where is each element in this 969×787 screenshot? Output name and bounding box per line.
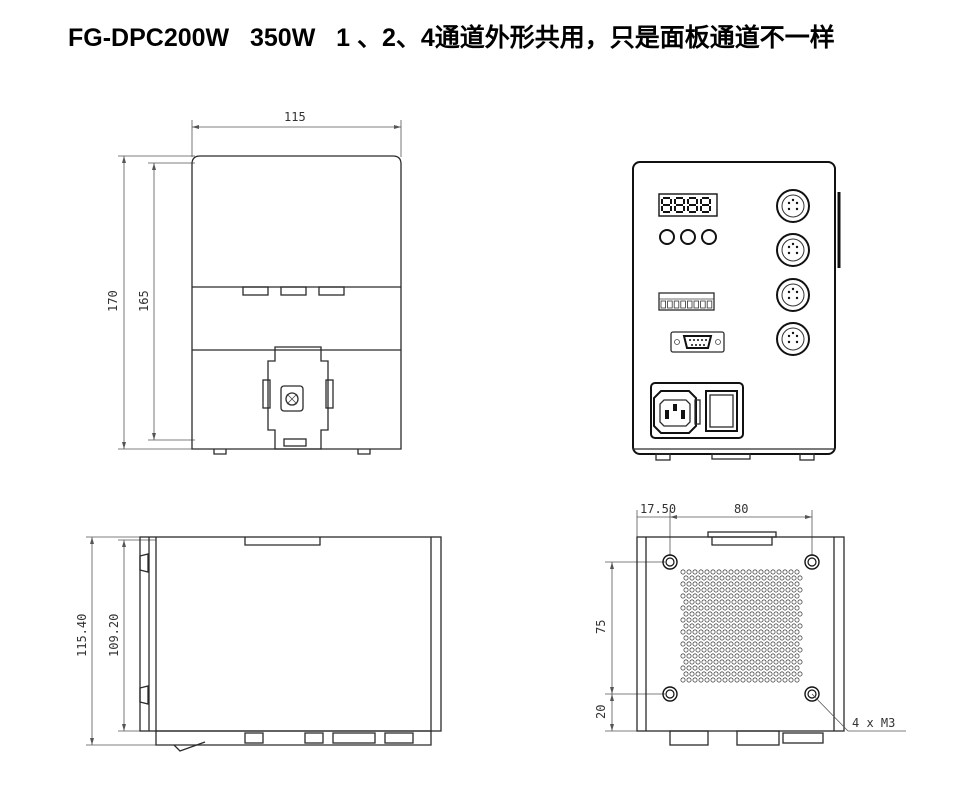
db9-connector [670, 331, 725, 353]
channel-connector-3 [776, 278, 810, 312]
mounting-hole-3 [662, 686, 678, 702]
power-rating: 350W [249, 24, 316, 52]
title-note: 1 、2、4通道外形共用，只是面板通道不一样 [336, 24, 835, 52]
panel-foot-right [799, 453, 815, 461]
led-digit [674, 197, 685, 213]
panel-foot-left [655, 453, 671, 461]
side-height-body-dim: 109.20 [107, 614, 121, 657]
bottom-offset-x-dim: 17.50 [640, 502, 676, 516]
power-inlet-module [650, 382, 744, 439]
led-digit [687, 197, 698, 213]
drawing-title: FG-DPC200W 350W 1 、2、4通道外形共用，只是面板通道不一样 [68, 18, 948, 54]
panel-view [632, 161, 841, 461]
led-digits [661, 197, 711, 213]
led-digit [700, 197, 711, 213]
panel-button-2 [680, 229, 696, 245]
side-height-total-dim: 115.40 [75, 614, 89, 657]
din-rail-clip [262, 346, 334, 450]
bottom-spacing-x-dim: 80 [734, 502, 748, 516]
channel-connector-4 [776, 322, 810, 356]
terminal-block [658, 292, 715, 311]
led-display [658, 193, 718, 217]
front-enclosure-outline [191, 155, 402, 450]
bottom-spacing-y-dim: 75 [594, 620, 608, 634]
mounting-hole-4 [804, 686, 820, 702]
ventilation-grid [680, 569, 803, 683]
front-width-dim: 115 [284, 110, 306, 124]
mounting-hole-1 [662, 554, 678, 570]
model-name: FG-DPC200W [68, 24, 230, 52]
front-height-body-dim: 165 [137, 290, 151, 312]
front-slot-1 [242, 286, 269, 296]
channel-connectors [776, 189, 810, 356]
bottom-offset-y-dim: 20 [594, 705, 608, 719]
panel-button-3 [701, 229, 717, 245]
front-height-total-dim: 170 [106, 290, 120, 312]
front-slot-3 [318, 286, 345, 296]
bottom-view: 17.50 80 75 20 4 x M3 [594, 502, 906, 746]
panel-button-1 [659, 229, 675, 245]
channel-connector-1 [776, 189, 810, 223]
channel-connector-2 [776, 233, 810, 267]
panel-center-plate [711, 453, 751, 460]
mounting-hole-note: 4 x M3 [852, 716, 895, 730]
side-view: 115.40 109.20 [75, 536, 442, 752]
front-slot-2 [280, 286, 307, 296]
front-view: 115 170 165 [106, 110, 402, 455]
mounting-holes [662, 554, 820, 702]
side-enclosure-outline [139, 536, 442, 732]
led-digit [661, 197, 672, 213]
mounting-hole-2 [804, 554, 820, 570]
